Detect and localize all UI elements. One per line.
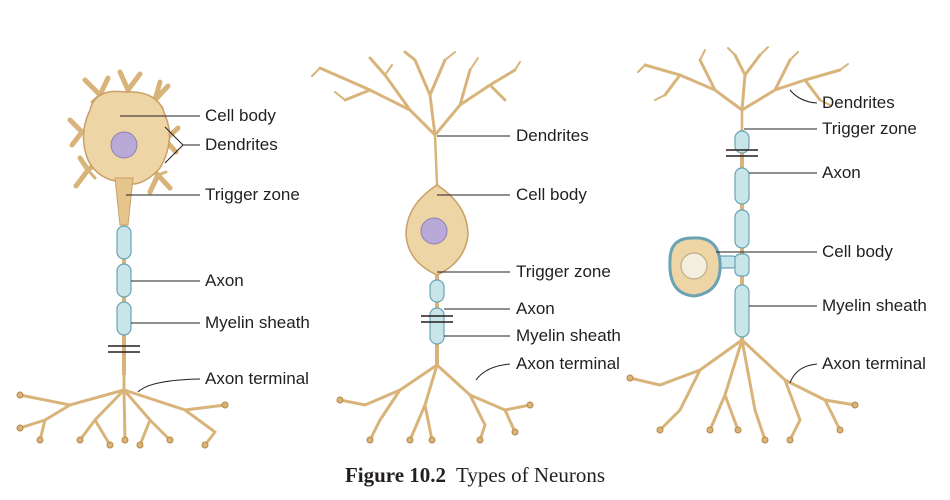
neuron2-label-axon-terminal: Axon terminal [516,354,620,373]
neuron3-label-axon: Axon [822,163,861,182]
neuron1-label-axon-terminal: Axon terminal [205,369,309,388]
neuron2-label-trigger-zone: Trigger zone [516,262,611,281]
neuron1-label-cell-body: Cell body [205,106,276,125]
neuron3-label-cell-body: Cell body [822,242,893,261]
neuron1-label-dendrites: Dendrites [205,135,278,154]
neuron3-nucleus [680,252,708,280]
neuron2-leaders [437,135,511,381]
neuron3-label-myelin-sheath: Myelin sheath [822,296,927,315]
figure-caption: Figure 10.2 Types of Neurons [0,463,950,488]
neuron2-label-dendrites: Dendrites [516,126,589,145]
neuron1-axon [108,225,140,375]
neuron3-label-dendrites: Dendrites [822,93,895,112]
neuron1-label-axon: Axon [205,271,244,290]
neuron2-label-myelin-sheath: Myelin sheath [516,326,621,345]
neuron1-nucleus [110,131,138,159]
unipolar-neuron [626,46,859,444]
neuron1-axon-terminal [16,373,229,449]
neuron3-axon [711,130,758,340]
neuron3-leaders [716,89,818,384]
neuron1-label-trigger-zone: Trigger zone [205,185,300,204]
neuron3-label-axon-terminal: Axon terminal [822,354,926,373]
figure-number: Figure 10.2 [344,463,447,487]
neuron2-label-axon: Axon [516,299,555,318]
figure-title: Types of Neurons [456,463,606,487]
neuron1-label-myelin-sheath: Myelin sheath [205,313,310,332]
neuron2-axon-terminal [336,363,534,444]
neuron2-nucleus [420,217,448,245]
multipolar-neuron [16,69,229,449]
neuron3-dendrites [637,46,849,132]
neuron2-axon [421,275,453,365]
bipolar-neuron [311,50,534,444]
neuron1-leaders [120,115,201,393]
neuron2-dendrites [311,50,521,187]
neuron3-axon-terminal [626,338,859,444]
neuron2-label-cell-body: Cell body [516,185,587,204]
neuron3-label-trigger-zone: Trigger zone [822,119,917,138]
